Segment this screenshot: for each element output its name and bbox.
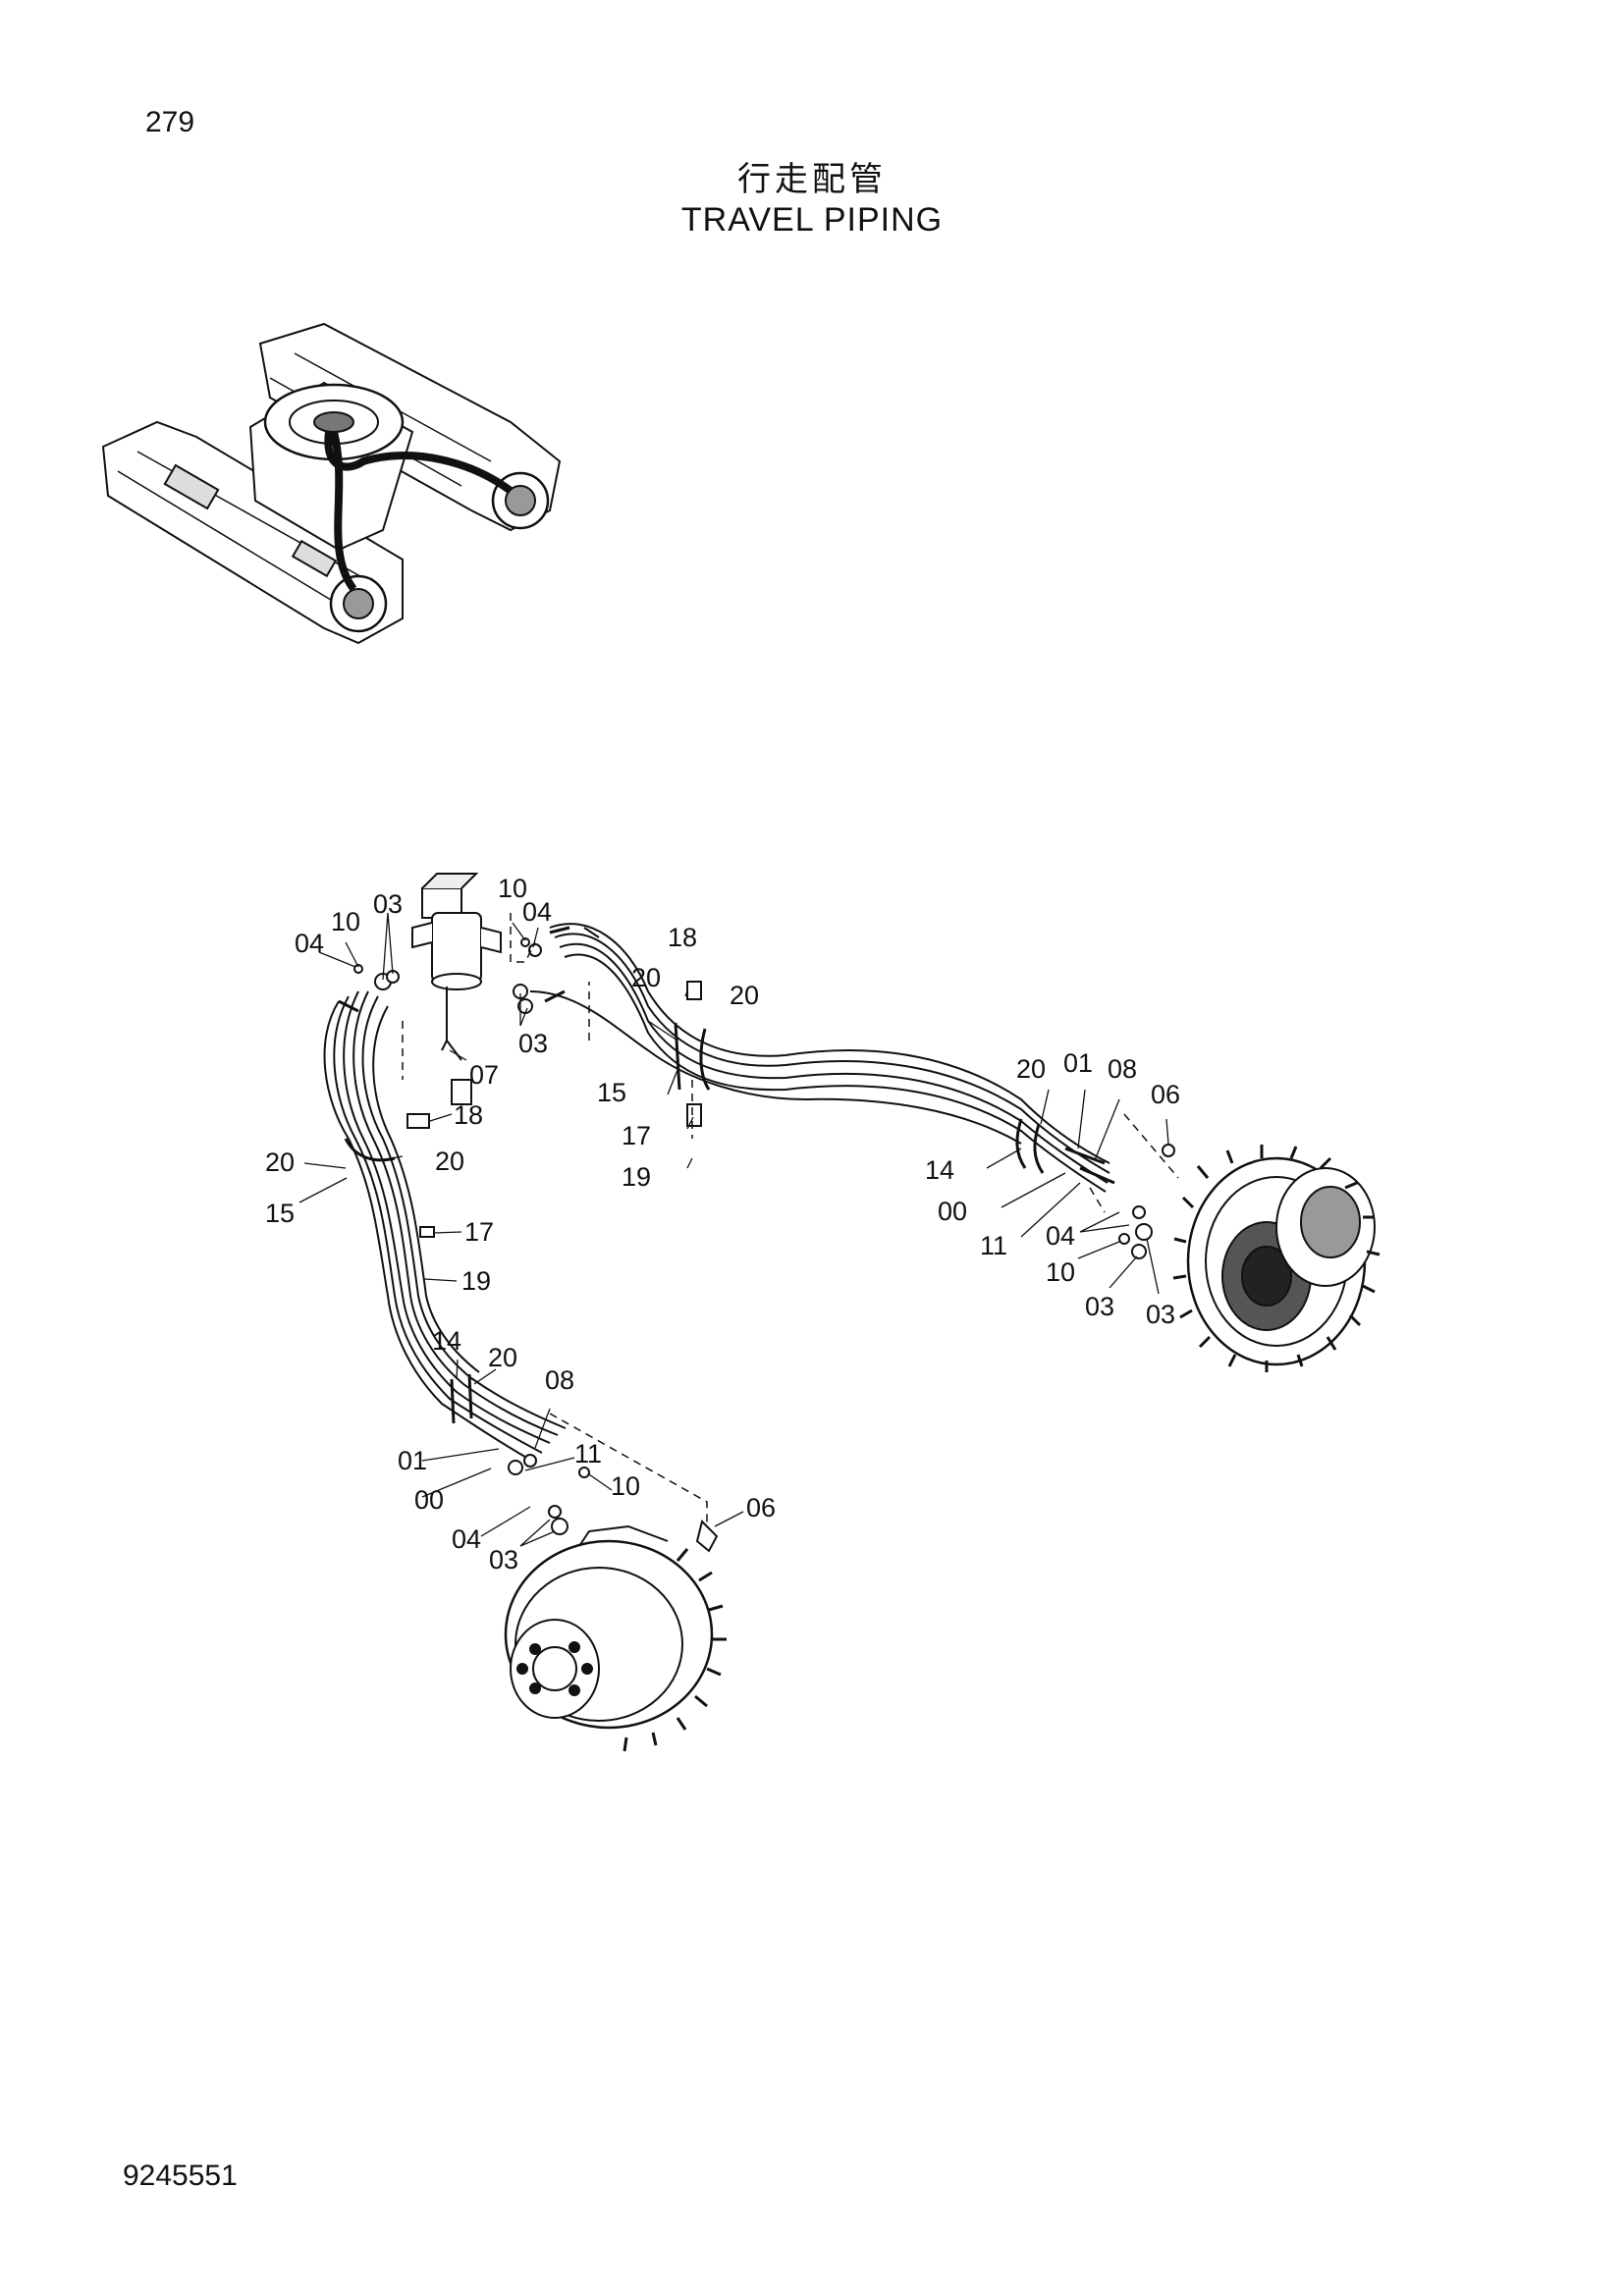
document-number: 9245551 bbox=[123, 2160, 238, 2192]
callout-label: 20 bbox=[265, 1148, 295, 1177]
callout-label: 01 bbox=[398, 1446, 427, 1475]
callout-label: 03 bbox=[1085, 1292, 1114, 1321]
callout-label: 04 bbox=[522, 897, 552, 927]
callout-label: 03 bbox=[489, 1545, 518, 1575]
callout-label: 03 bbox=[373, 889, 403, 919]
callout-label: 20 bbox=[1016, 1054, 1046, 1084]
callout-label: 14 bbox=[925, 1155, 954, 1185]
callout-label: 04 bbox=[452, 1524, 481, 1554]
callout-label: 20 bbox=[488, 1343, 517, 1372]
callout-leader-lines bbox=[298, 912, 1169, 1547]
hose-clamps bbox=[344, 981, 1045, 1424]
callout-label: 10 bbox=[331, 907, 360, 936]
callout-label: 11 bbox=[574, 1439, 602, 1468]
callout-label: 08 bbox=[1108, 1054, 1137, 1084]
lower-travel-motor bbox=[504, 1524, 727, 1752]
callout-label: 20 bbox=[730, 981, 759, 1010]
callout-label: 01 bbox=[1063, 1048, 1093, 1078]
callout-label: 04 bbox=[295, 929, 324, 958]
page-title-english: TRAVEL PIPING bbox=[680, 201, 944, 239]
hose-bundle-left bbox=[323, 990, 567, 1464]
callout-label: 19 bbox=[622, 1162, 651, 1192]
right-motor-fittings bbox=[1064, 1144, 1175, 1259]
callout-label: 14 bbox=[432, 1326, 461, 1356]
callout-label: 15 bbox=[597, 1078, 626, 1107]
callout-label: 17 bbox=[622, 1121, 651, 1150]
callout-label: 11 bbox=[980, 1231, 1007, 1260]
undercarriage-overview-illustration bbox=[101, 322, 562, 645]
callout-label: 20 bbox=[435, 1147, 464, 1176]
page-title-chinese: 行走配管 bbox=[737, 160, 887, 199]
callout-label: 00 bbox=[938, 1197, 967, 1226]
right-travel-motor bbox=[1172, 1145, 1380, 1372]
callout-label: 06 bbox=[1151, 1080, 1180, 1109]
callout-label: 03 bbox=[518, 1029, 548, 1058]
callout-label: 03 bbox=[1146, 1300, 1175, 1329]
callout-label: 04 bbox=[1046, 1221, 1075, 1251]
callout-label: 10 bbox=[1046, 1257, 1075, 1287]
callout-label: 19 bbox=[461, 1266, 491, 1296]
callout-label: 17 bbox=[464, 1217, 494, 1247]
center-joint-part bbox=[411, 873, 502, 1061]
callout-label: 00 bbox=[414, 1485, 444, 1515]
callout-label: 07 bbox=[469, 1060, 499, 1090]
callout-label: 20 bbox=[631, 963, 661, 992]
part-callouts: 10 03 04 10 04 03 07 18 20 15 20 17 19 1… bbox=[265, 874, 1180, 1575]
callout-label: 10 bbox=[611, 1471, 640, 1501]
callout-label: 18 bbox=[454, 1100, 483, 1130]
main-assembly-drawing: 10 03 04 10 04 03 07 18 20 15 20 17 19 1… bbox=[265, 873, 1380, 1752]
callout-label: 10 bbox=[498, 874, 527, 903]
callout-label: 08 bbox=[545, 1365, 574, 1395]
callout-label: 06 bbox=[746, 1493, 776, 1522]
lower-motor-fittings bbox=[508, 1454, 719, 1553]
page-number: 279 bbox=[145, 106, 195, 138]
swivel-fittings bbox=[338, 926, 600, 1014]
callout-label: 15 bbox=[265, 1199, 295, 1228]
callout-label: 18 bbox=[668, 923, 697, 952]
dashed-guide-lines bbox=[402, 913, 1179, 1526]
